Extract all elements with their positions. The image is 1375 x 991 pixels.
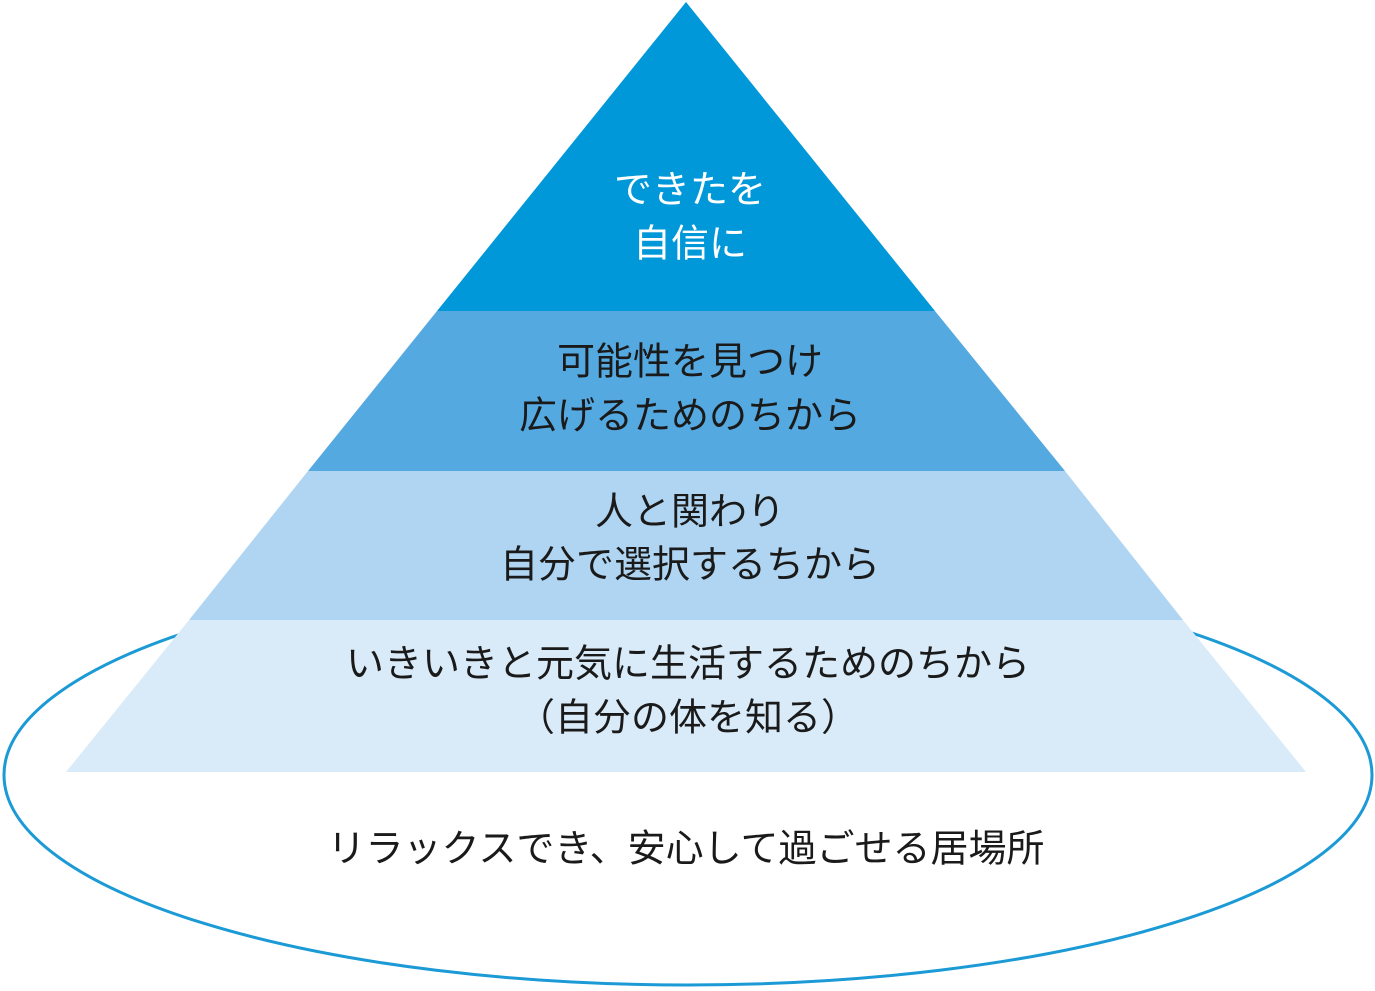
tier-1-block <box>437 2 935 311</box>
tier-3-block <box>189 471 1183 620</box>
tier-3-label-line-1: 人と関わり <box>595 490 785 534</box>
tier-1-label-line-1: できたを <box>614 168 766 212</box>
tier-2-label-line-1: 可能性を見つけ <box>557 340 823 384</box>
foundation-label: リラックスでき、安心して過ごせる居場所 <box>327 827 1044 871</box>
tier-2-label-line-2: 広げるためのちから <box>519 394 861 438</box>
tier-4-block <box>66 620 1306 772</box>
tier-3-label-line-2: 自分で選択するちから <box>500 543 880 587</box>
tier-1-label-line-2: 自信に <box>633 222 747 266</box>
tier-4-label-line-2: （自分の体を知る） <box>517 696 859 740</box>
tier-2-block <box>308 311 1065 471</box>
tier-4-label-line-1: いきいきと元気に生活するためのちから <box>346 642 1030 686</box>
